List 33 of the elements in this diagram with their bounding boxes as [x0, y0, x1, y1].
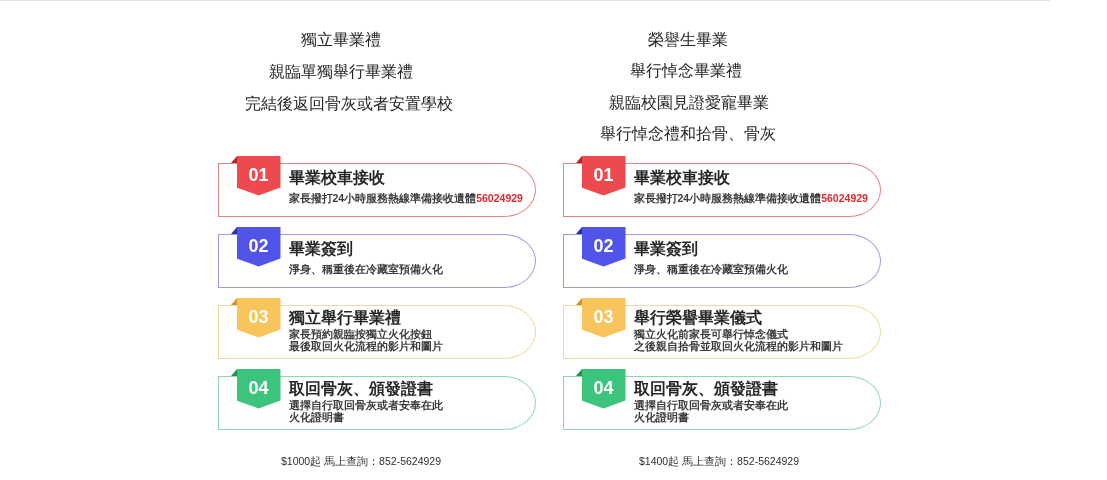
step-description: 淨身、稱重後在冷藏室預備火化 [633, 263, 788, 275]
step-description: 選擇自行取回骨灰或者安奉在此火化證明書 [633, 399, 788, 423]
step-title: 畢業校車接收 [633, 169, 730, 187]
number-tab: 02 [236, 226, 281, 267]
step-description: 選擇自行取回骨灰或者安奉在此火化證明書 [288, 399, 443, 423]
number-tab: 02 [581, 226, 626, 267]
heading-text: 舉行悼念畢業禮 [630, 62, 742, 80]
step-title: 取回骨灰、頒發證書 [633, 380, 778, 398]
heading-text: 舉行悼念禮和拾骨、骨灰 [600, 125, 776, 143]
step-description: 家長撥打24小時服務熱線準備接收遺體56024929 [633, 192, 868, 204]
heading-text: 親臨單獨舉行畢業禮 [269, 63, 413, 81]
step-title: 獨立舉行畢業禮 [288, 309, 401, 327]
step-description: 家長撥打24小時服務熱線準備接收遺體56024929 [288, 192, 523, 204]
step-description: 淨身、稱重後在冷藏室預備火化 [288, 263, 443, 275]
step-title: 取回骨灰、頒發證書 [288, 380, 433, 398]
number-tab: 01 [581, 155, 626, 196]
price-text: $1000起 馬上查詢：852-5624929 [281, 455, 441, 467]
number-tab: 04 [581, 368, 626, 409]
number-tab: 01 [236, 155, 281, 196]
number-tab: 03 [236, 297, 281, 338]
heading-text: 親臨校園見證愛寵畢業 [609, 94, 769, 112]
step-description: 家長預約親臨按獨立火化按鈕最後取回火化流程的影片和圖片 [288, 328, 443, 352]
step-description: 獨立火化前家長可舉行悼念儀式之後親自拾骨並取回火化流程的影片和圖片 [633, 328, 843, 352]
price-text: $1400起 馬上查詢：852-5624929 [639, 455, 799, 467]
step-title: 畢業簽到 [288, 240, 353, 258]
step-title: 畢業校車接收 [288, 169, 385, 187]
step-title: 舉行榮譽畢業儀式 [633, 309, 762, 327]
heading-text: 完結後返回骨灰或者安置學校 [245, 95, 453, 113]
heading-text: 榮譽生畢業 [648, 31, 728, 49]
step-title: 畢業簽到 [633, 240, 698, 258]
heading-text: 獨立畢業禮 [301, 31, 381, 49]
number-tab: 04 [236, 368, 281, 409]
number-tab: 03 [581, 297, 626, 338]
